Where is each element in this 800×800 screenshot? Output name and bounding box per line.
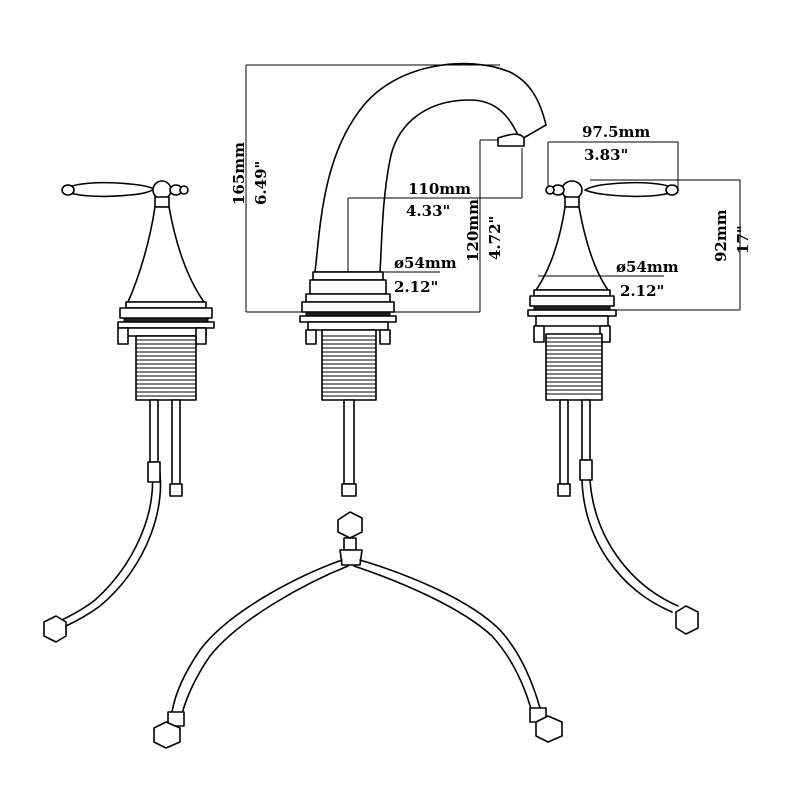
spout-height-mm-label: 165mm xyxy=(230,142,248,205)
dimension-lines xyxy=(245,64,741,313)
spout-assembly xyxy=(299,62,547,497)
handle-height-mm-label: 92mm xyxy=(712,209,730,262)
spout-base-dia-in-label: 2.12" xyxy=(394,278,438,296)
right-handle-valve xyxy=(527,180,699,635)
spout-clearance-in-label: 4.72" xyxy=(486,216,504,260)
spout-base-dia-mm-label: ø54mm xyxy=(394,254,457,272)
spout-reach-in-label: 4.33" xyxy=(406,202,450,220)
left-handle-valve xyxy=(43,180,215,643)
spout-reach-mm-label: 110mm xyxy=(408,180,471,198)
handle-length-mm-label: 97.5mm xyxy=(582,123,650,141)
dimension-labels: 165mm 6.49" 110mm 4.33" 120mm 4.72" ø54m… xyxy=(230,123,752,300)
handle-length-in-label: 3.83" xyxy=(584,146,628,164)
handle-base-dia-in-label: 2.12" xyxy=(620,282,664,300)
spout-clearance-mm-label: 120mm xyxy=(464,199,482,262)
y-connector-hose xyxy=(153,511,563,749)
handle-height-in-label: 17" xyxy=(734,225,752,254)
handle-base-dia-mm-label: ø54mm xyxy=(616,258,679,276)
spout-height-in-label: 6.49" xyxy=(252,161,270,205)
